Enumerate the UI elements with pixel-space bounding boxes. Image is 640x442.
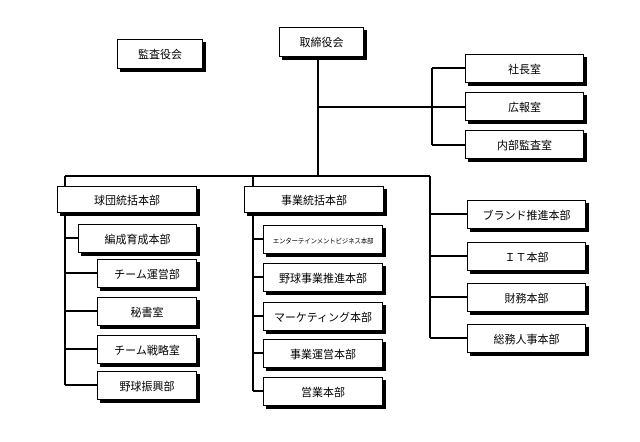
business-dept-box: マーケティング本部 xyxy=(263,302,383,331)
public-relations-box: 広報室 xyxy=(465,92,584,121)
board-of-directors-box: 取締役会 xyxy=(279,27,364,57)
president-office-box: 社長室 xyxy=(465,54,584,83)
independent-dept-box: 財務本部 xyxy=(467,283,586,312)
independent-dept-box: ブランド推進本部 xyxy=(467,200,586,229)
business-dept-box: 事業運営本部 xyxy=(263,339,383,368)
independent-dept-box: 総務人事本部 xyxy=(467,324,586,353)
business-dept-box: エンターテインメントビジネス本部 xyxy=(263,225,383,254)
team-dept-box: 編成育成本部 xyxy=(78,224,197,253)
business-dept-box: 野球事業推進本部 xyxy=(263,263,383,292)
team-dept-box: 秘書室 xyxy=(97,297,197,326)
business-hq-box: 事業統括本部 xyxy=(244,186,384,213)
team-hq-box: 球団統括本部 xyxy=(57,186,197,213)
team-dept-box: チーム戦略室 xyxy=(97,335,197,364)
team-dept-box: 野球振興部 xyxy=(97,371,197,400)
business-dept-box: 営業本部 xyxy=(263,377,383,406)
audit-board-box: 監査役会 xyxy=(117,39,203,69)
team-dept-box: チーム運営部 xyxy=(97,259,197,288)
independent-dept-box: ＩＴ本部 xyxy=(467,242,586,271)
internal-audit-box: 内部監査室 xyxy=(465,130,584,159)
